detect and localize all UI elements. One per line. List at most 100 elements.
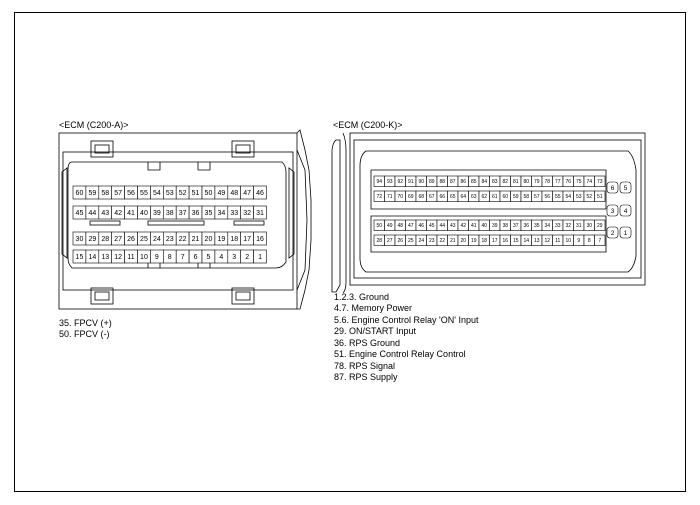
pin-k-26-label: 26 xyxy=(397,238,403,244)
pin-a-11-label: 11 xyxy=(127,254,134,261)
pin-k-40-label: 40 xyxy=(481,223,487,229)
pin-k-91-label: 91 xyxy=(408,179,414,185)
pin-k-side-4-cell xyxy=(619,204,632,217)
pin-k-8-label: 8 xyxy=(588,238,591,244)
pin-a-33-label: 33 xyxy=(230,210,238,217)
pin-a-22-label: 22 xyxy=(179,236,187,243)
pin-k-10-label: 10 xyxy=(565,238,571,244)
pin-k-16-label: 16 xyxy=(502,238,508,244)
pin-k-77-label: 77 xyxy=(555,179,561,185)
pin-a-2-label: 2 xyxy=(245,254,249,261)
pin-k-side-3-cell xyxy=(606,204,619,217)
pin-a-8-label: 8 xyxy=(168,254,172,261)
pin-a-49-label: 49 xyxy=(217,190,225,197)
pin-k-34-label: 34 xyxy=(544,223,550,229)
pin-k-21-label: 21 xyxy=(450,238,456,244)
pin-a-44-label: 44 xyxy=(88,210,96,217)
pin-k-41-label: 41 xyxy=(471,223,477,229)
pin-a-10-label: 10 xyxy=(140,254,148,261)
connector-k-title: <ECM (C200-K)> xyxy=(333,120,403,130)
pin-a-23-label: 23 xyxy=(166,236,174,243)
pin-k-69-label: 69 xyxy=(408,194,414,200)
pin-k-89-label: 89 xyxy=(429,179,435,185)
pin-a-13-label: 13 xyxy=(101,254,109,261)
diagram-frame xyxy=(14,12,686,492)
pin-k-23-label: 23 xyxy=(429,238,435,244)
pin-a-60-label: 60 xyxy=(76,190,84,197)
pin-k-47-label: 47 xyxy=(408,223,414,229)
pin-a-20-label: 20 xyxy=(205,236,213,243)
pin-k-27-label: 27 xyxy=(387,238,393,244)
pin-a-16-label: 16 xyxy=(256,236,264,243)
pin-k-92-label: 92 xyxy=(397,179,403,185)
pin-k-36-label: 36 xyxy=(523,223,529,229)
pin-a-6-label: 6 xyxy=(194,254,198,261)
pin-k-49-label: 49 xyxy=(387,223,393,229)
pin-a-30-label: 30 xyxy=(76,236,84,243)
pin-k-20-label: 20 xyxy=(460,238,466,244)
pin-k-side-6-label: 6 xyxy=(611,185,615,192)
pin-k-25-label: 25 xyxy=(408,238,414,244)
pin-a-40-label: 40 xyxy=(140,210,148,217)
pin-a-19-label: 19 xyxy=(217,236,225,243)
pin-k-72-label: 72 xyxy=(376,194,382,200)
pin-k-side-1-label: 1 xyxy=(624,230,628,237)
pin-k-60-label: 60 xyxy=(502,194,508,200)
pin-k-side-4-label: 4 xyxy=(624,208,628,215)
pin-k-side-6-cell xyxy=(606,181,619,194)
connector-a-body xyxy=(58,129,312,310)
pin-a-9-label: 9 xyxy=(155,254,159,261)
pin-a-31-label: 31 xyxy=(256,210,264,217)
pin-k-side-5-cell xyxy=(619,181,632,194)
connector-k-note-1: 1.2.3. Ground xyxy=(334,292,390,302)
pin-k-7-label: 7 xyxy=(598,238,601,244)
pin-k-66-label: 66 xyxy=(439,194,445,200)
pin-a-34-label: 34 xyxy=(217,210,225,217)
connector-k-note-3: 5.6. Engine Control Relay 'ON' Input xyxy=(334,315,479,325)
pin-a-51-label: 51 xyxy=(192,190,200,197)
pin-k-71-label: 71 xyxy=(387,194,393,200)
pin-k-87-label: 87 xyxy=(450,179,456,185)
pin-k-67-label: 67 xyxy=(429,194,435,200)
pin-k-59-label: 59 xyxy=(513,194,519,200)
pin-a-52-label: 52 xyxy=(179,190,187,197)
pin-k-79-label: 79 xyxy=(534,179,540,185)
pin-k-68-label: 68 xyxy=(418,194,424,200)
pin-a-4-label: 4 xyxy=(219,254,223,261)
pin-a-1-cell xyxy=(253,249,267,264)
pin-a-24-label: 24 xyxy=(153,236,161,243)
pin-a-59-label: 59 xyxy=(88,190,96,197)
pin-a-46-cell xyxy=(253,185,267,200)
pin-a-3-label: 3 xyxy=(232,254,236,261)
pin-k-63-label: 63 xyxy=(471,194,477,200)
pin-k-88-label: 88 xyxy=(439,179,445,185)
pin-k-52-label: 52 xyxy=(586,194,592,200)
pin-k-11-label: 11 xyxy=(555,238,560,244)
pin-a-29-label: 29 xyxy=(88,236,96,243)
pin-a-26-label: 26 xyxy=(127,236,135,243)
pin-a-38-label: 38 xyxy=(166,210,174,217)
pin-k-55-label: 55 xyxy=(555,194,561,200)
pin-k-29-label: 29 xyxy=(597,223,603,229)
pin-a-37-label: 37 xyxy=(179,210,187,217)
pin-k-78-label: 78 xyxy=(544,179,550,185)
pin-k-side-3-label: 3 xyxy=(611,208,615,215)
pin-k-73-label: 73 xyxy=(597,179,603,185)
pin-a-47-label: 47 xyxy=(243,190,251,197)
pin-k-33-label: 33 xyxy=(555,223,561,229)
pin-k-39-label: 39 xyxy=(492,223,498,229)
pin-k-18-label: 18 xyxy=(481,238,487,244)
pin-a-41-label: 41 xyxy=(127,210,135,217)
pin-k-13-label: 13 xyxy=(534,238,540,244)
pin-a-53-label: 53 xyxy=(166,190,174,197)
pin-k-43-label: 43 xyxy=(450,223,456,229)
pin-k-54-label: 54 xyxy=(565,194,571,200)
pin-k-side-1-cell xyxy=(619,226,632,239)
pin-a-46-label: 46 xyxy=(256,190,264,197)
pin-k-86-label: 86 xyxy=(460,179,466,185)
pin-k-37-label: 37 xyxy=(513,223,519,229)
pin-k-30-label: 30 xyxy=(586,223,592,229)
pin-k-70-label: 70 xyxy=(397,194,403,200)
pin-k-65-label: 65 xyxy=(450,194,456,200)
